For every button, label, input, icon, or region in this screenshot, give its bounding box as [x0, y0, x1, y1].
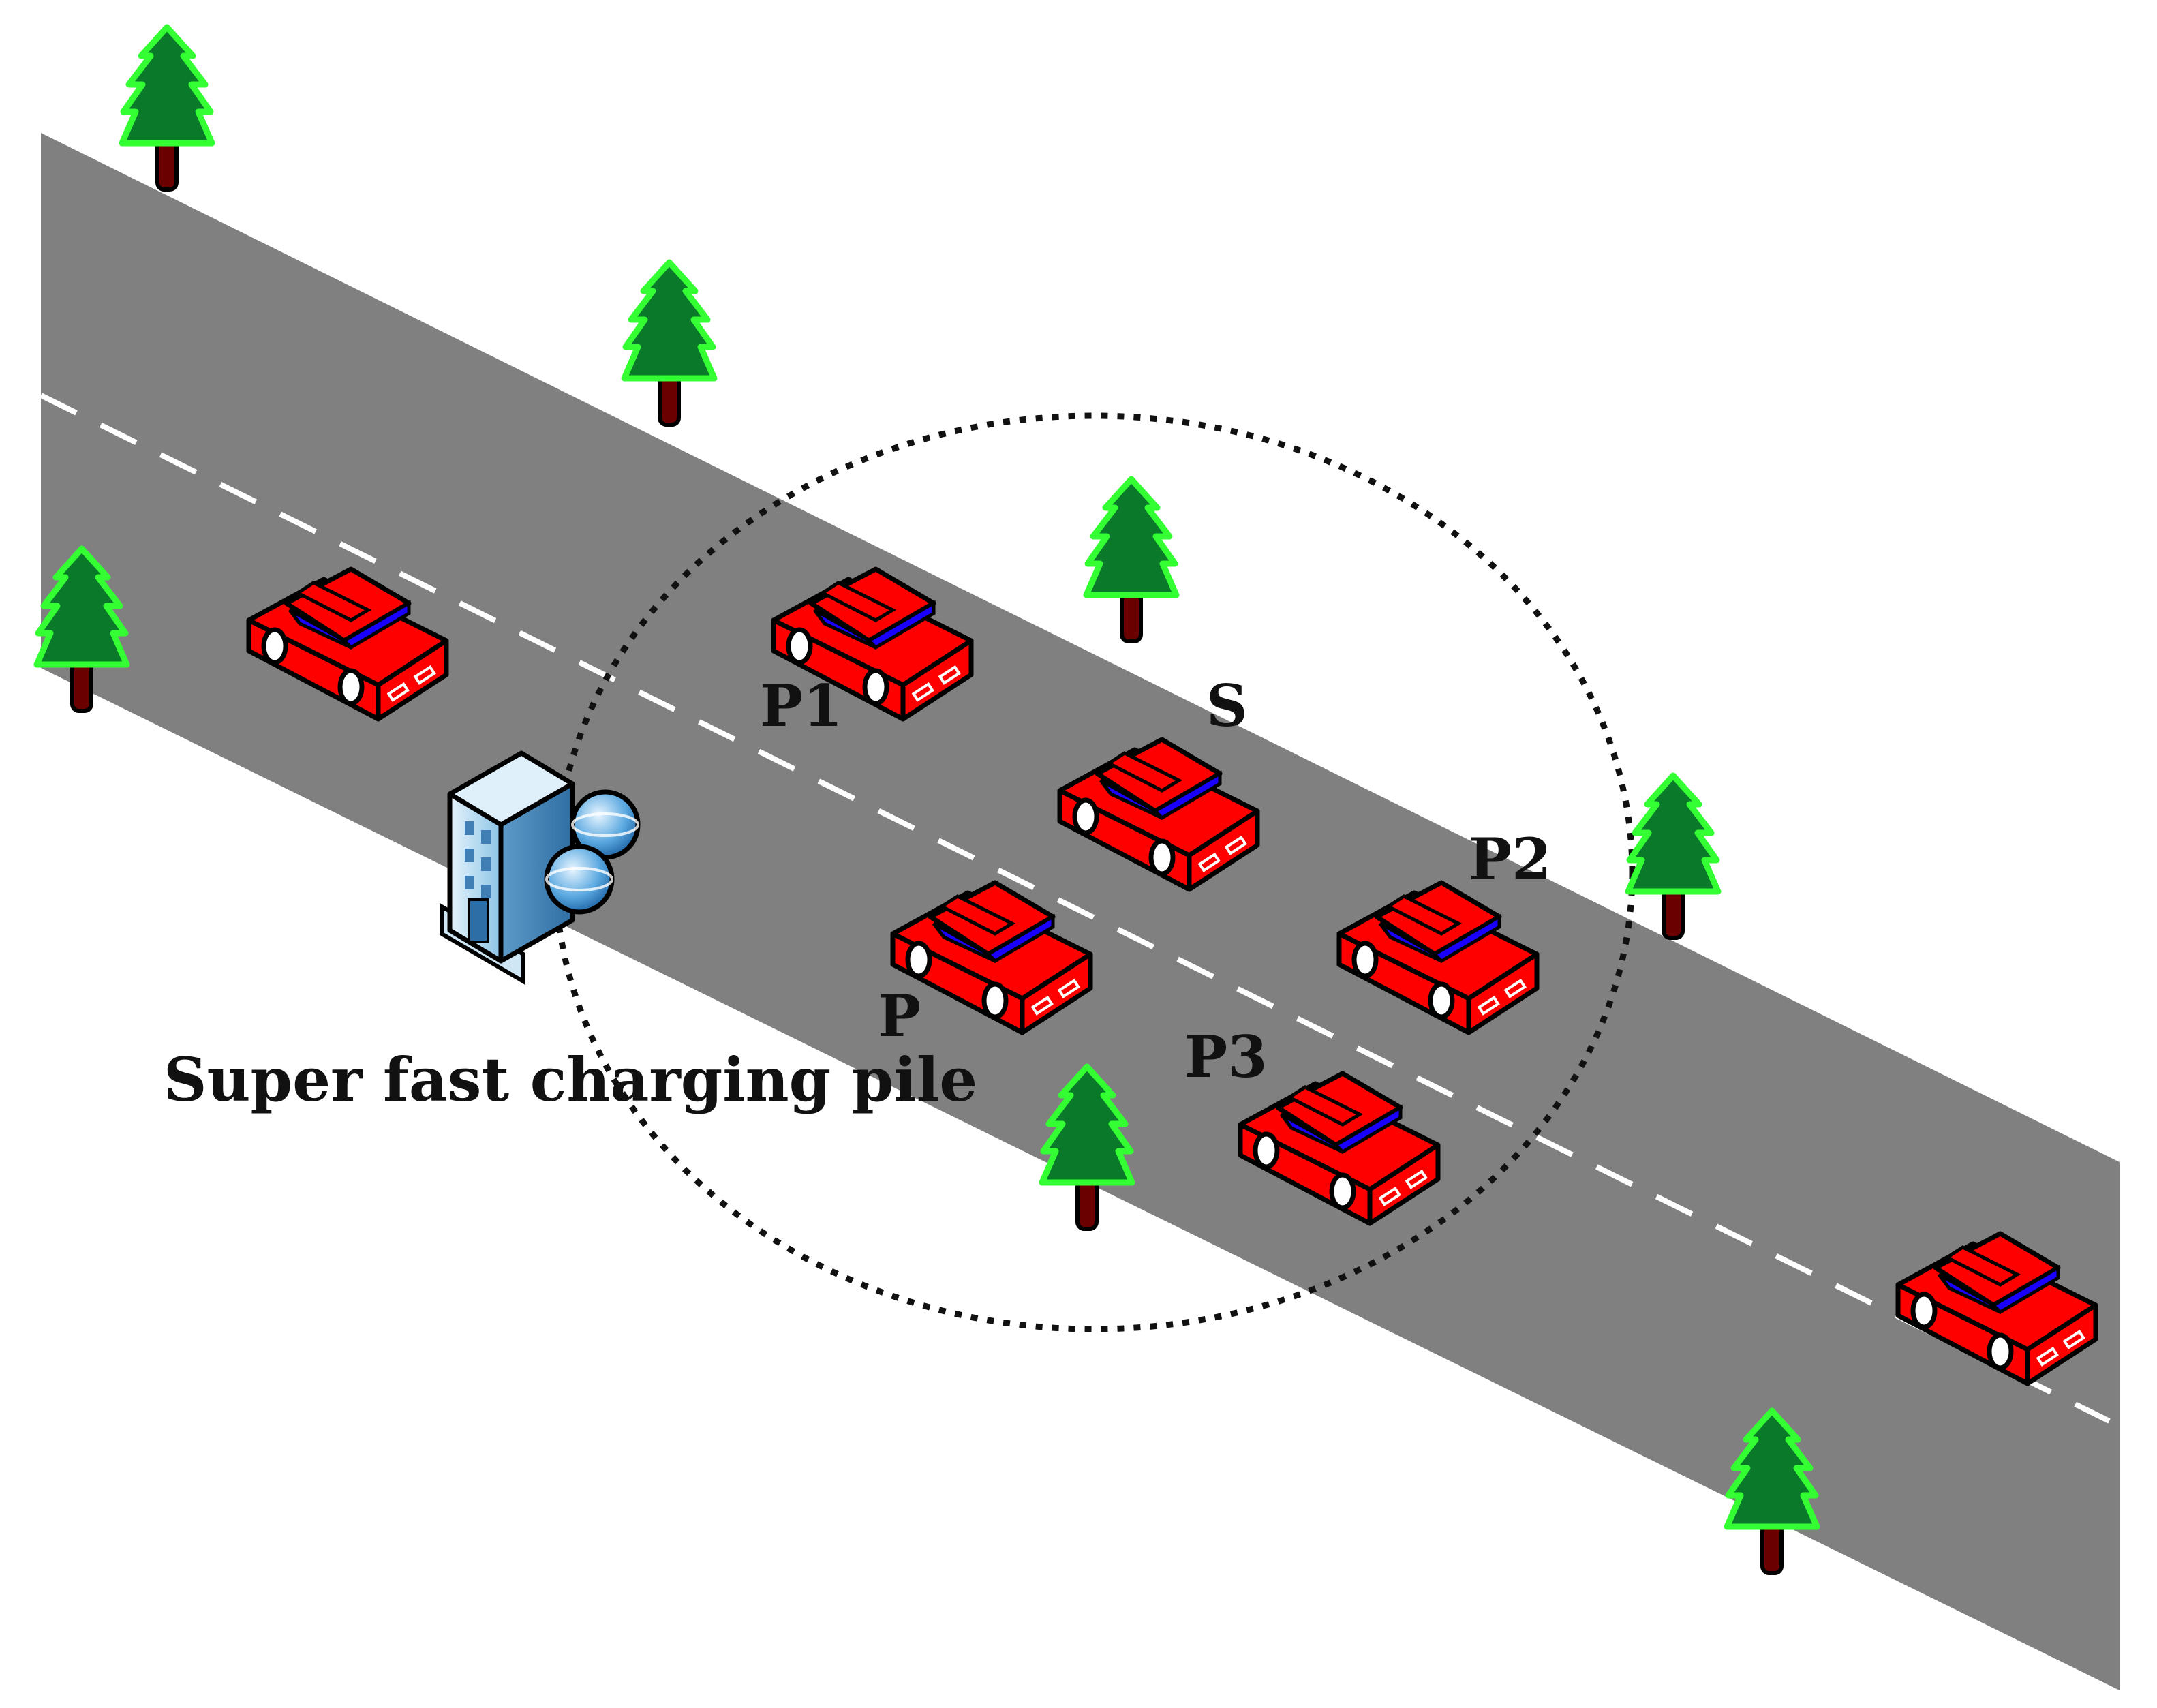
- lane-divider: [40, 393, 2111, 1424]
- label-p2: P2: [1469, 825, 1552, 893]
- tree-icon: [1628, 776, 1718, 938]
- building-with-globes-icon: [440, 750, 641, 986]
- communication-range-circle: [552, 412, 1636, 1332]
- label-p: P: [878, 982, 921, 1050]
- tree-icon: [624, 262, 714, 425]
- tree-icon: [122, 27, 212, 189]
- tree-icon: [1086, 479, 1176, 641]
- label-charging-pile: Super fast charging pile: [164, 1044, 977, 1115]
- label-s: S: [1206, 672, 1248, 739]
- label-p3: P3: [1184, 1023, 1268, 1091]
- label-p1: P1: [760, 672, 843, 739]
